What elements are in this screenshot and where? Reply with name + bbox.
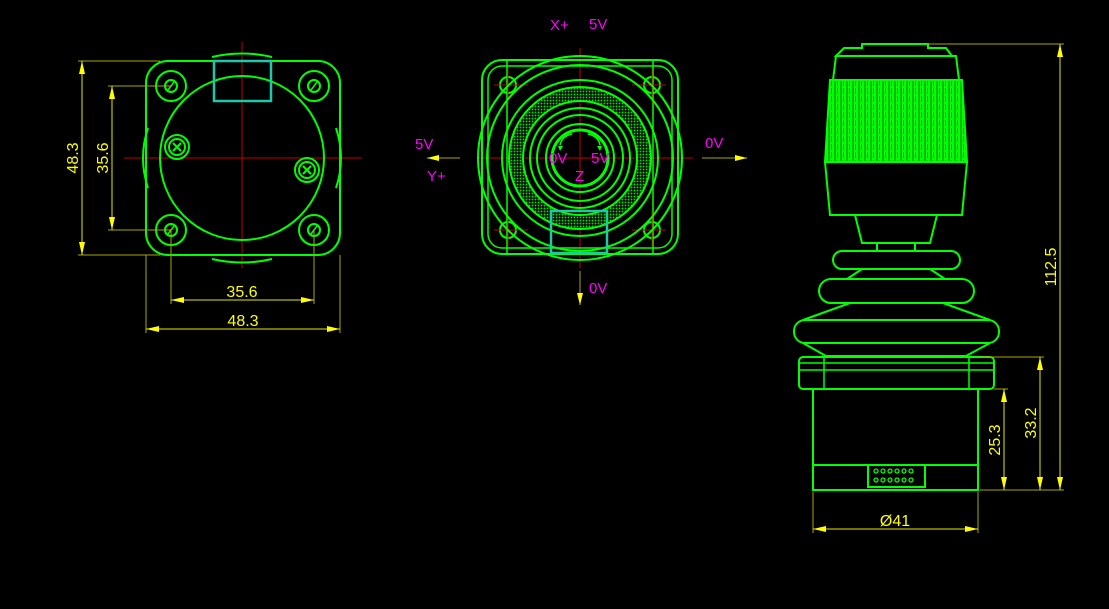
label-z-ccw-voltage: 0V bbox=[549, 150, 567, 167]
top-view: X+ 5V 5V Y+ 0V 0V 0V 5V Z bbox=[415, 16, 747, 305]
knob-neck bbox=[853, 214, 939, 244]
dim-width-outer: 48.3 bbox=[227, 313, 258, 330]
dim-body-height: 25.3 bbox=[987, 424, 1004, 455]
arrow-left bbox=[427, 155, 439, 161]
knob-circle bbox=[550, 128, 610, 188]
arrow-down bbox=[577, 293, 583, 305]
rotate-cw-icon bbox=[587, 133, 601, 146]
knob-cap bbox=[833, 43, 954, 57]
base-body bbox=[812, 388, 979, 491]
mounting-flange bbox=[798, 356, 995, 390]
label-y-plus: Y+ bbox=[427, 168, 446, 185]
bottom-bulge bbox=[211, 258, 273, 264]
rotate-ccw-icon bbox=[559, 133, 573, 146]
dim-width-holes: 35.6 bbox=[226, 284, 257, 301]
rubber-boot bbox=[793, 250, 1000, 357]
label-x-minus-voltage: 0V bbox=[705, 135, 723, 152]
dim-height-holes: 35.6 bbox=[95, 142, 112, 173]
dim-flange-height: 33.2 bbox=[1023, 407, 1040, 438]
dim-diameter: Ø41 bbox=[880, 513, 910, 530]
dim-total-height: 112.5 bbox=[1043, 247, 1060, 286]
knob-top-band bbox=[831, 55, 961, 81]
knob-lower-body bbox=[823, 161, 969, 216]
mount-hole-tr bbox=[298, 70, 330, 102]
base-housing-circle bbox=[159, 75, 325, 241]
connector-outline bbox=[212, 59, 273, 103]
label-y-plus-voltage: 5V bbox=[415, 136, 433, 153]
arrow-right bbox=[735, 155, 747, 161]
label-x-plus: X+ bbox=[550, 17, 569, 34]
label-z-cw-voltage: 5V bbox=[591, 150, 609, 167]
connector-pins bbox=[867, 464, 926, 488]
phillips-screw-right bbox=[294, 157, 320, 183]
label-z-axis: Z bbox=[575, 168, 584, 185]
knob-grip bbox=[823, 79, 969, 163]
outer-ring bbox=[477, 55, 683, 261]
connector-outline bbox=[549, 209, 609, 255]
phillips-screw-left bbox=[164, 134, 190, 160]
side-view: 112.5 33.2 25.3 Ø41 bbox=[793, 43, 1064, 533]
dim-height-outer: 48.3 bbox=[65, 142, 82, 173]
bottom-view: 48.3 35.6 35.6 48.3 bbox=[65, 42, 362, 333]
knurled-ring bbox=[509, 87, 651, 229]
label-y-minus-voltage: 0V bbox=[589, 280, 607, 297]
top-bulge bbox=[211, 52, 273, 58]
label-x-plus-voltage: 5V bbox=[589, 16, 607, 33]
